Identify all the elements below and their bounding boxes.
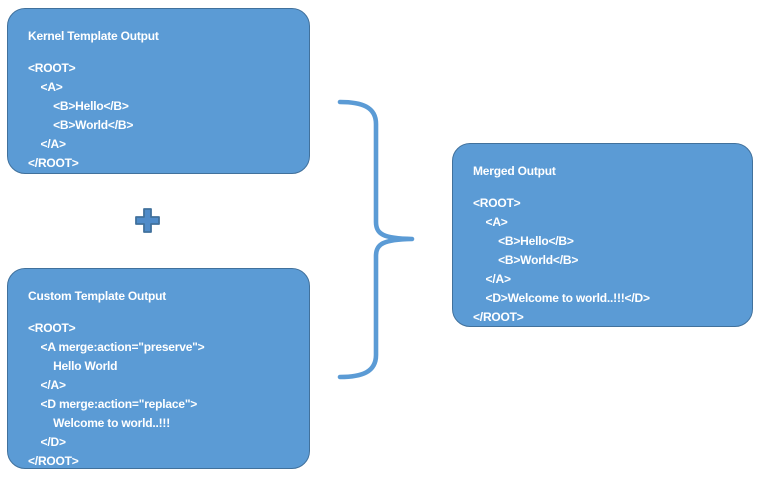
merged-output-box-title: Merged Output [473,164,556,178]
custom-template-box: Custom Template Output <ROOT> <A merge:a… [7,268,310,469]
custom-template-box-code: <ROOT> <A merge:action="preserve"> Hello… [28,321,205,468]
kernel-template-box-code: <ROOT> <A> <B>Hello</B> <B>World</B> </A… [28,61,134,170]
merged-output-box-code: <ROOT> <A> <B>Hello</B> <B>World</B> </A… [473,196,650,324]
kernel-template-box: Kernel Template Output <ROOT> <A> <B>Hel… [7,8,310,174]
plus-icon [135,208,160,233]
right-curly-brace-icon [337,99,415,380]
kernel-template-box-title: Kernel Template Output [28,29,159,43]
custom-template-box-title: Custom Template Output [28,289,167,303]
merged-output-box: Merged Output <ROOT> <A> <B>Hello</B> <B… [452,143,753,327]
